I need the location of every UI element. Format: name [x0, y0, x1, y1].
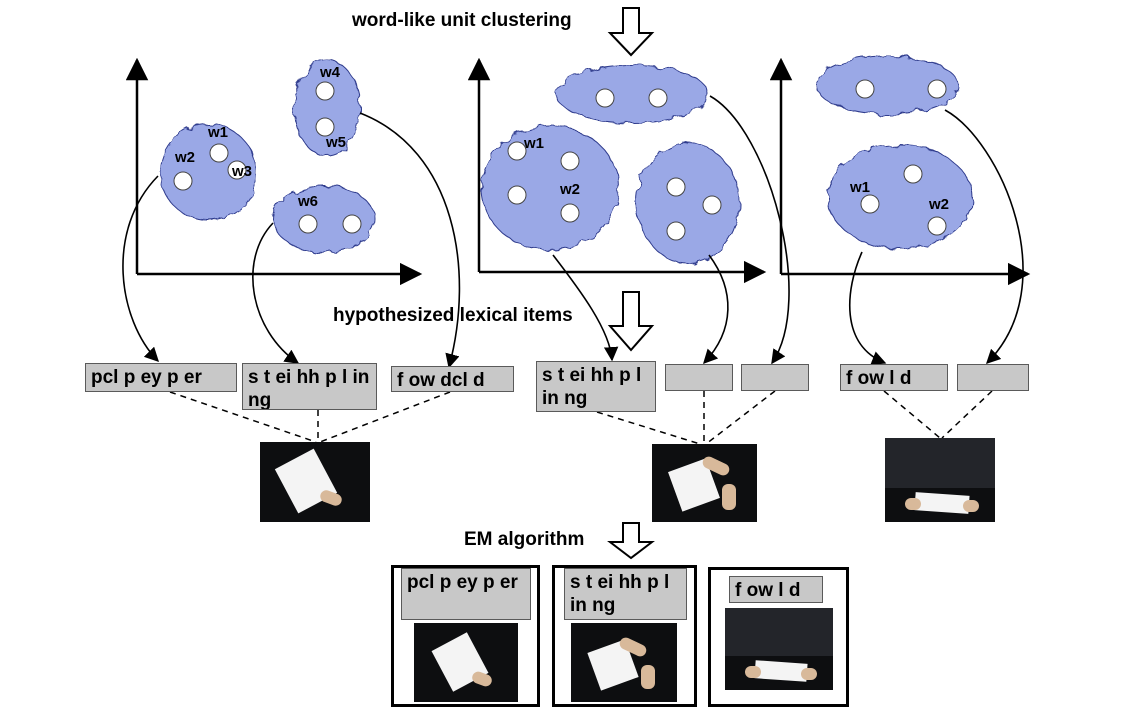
- lexical-item-empty: [957, 364, 1029, 391]
- label-p3-w2: w2: [929, 196, 950, 213]
- cluster-p2-right: [636, 142, 740, 264]
- arrow-lexical: [607, 291, 655, 352]
- label-p1-w3: w3: [232, 163, 253, 180]
- em-scene-image-stapling: [571, 623, 677, 702]
- cluster-p1-w123: [159, 123, 257, 221]
- heading-lexical: hypothesized lexical items: [333, 305, 573, 326]
- cluster-points: [173, 79, 947, 241]
- em-scene-image-folding: [725, 608, 833, 690]
- cluster-p2-top: [555, 64, 709, 124]
- em-lexical-item: pcl p ey p er: [401, 568, 531, 620]
- label-p3-w1: w1: [850, 179, 871, 196]
- label-p1-w6: w6: [298, 193, 319, 210]
- cluster-p1-w45: [293, 59, 361, 157]
- label-p1-w4: w4: [320, 64, 341, 81]
- arrow-clustering: [607, 7, 655, 57]
- cluster-to-lexical-arrows: [122, 95, 1024, 369]
- heading-em: EM algorithm: [464, 529, 585, 550]
- em-result-frame: s t ei hh p l in ng: [552, 565, 697, 707]
- scene-image-paper: [260, 442, 370, 522]
- em-lexical-item: s t ei hh p l in ng: [564, 568, 687, 620]
- em-lexical-item: f ow l d: [729, 576, 823, 603]
- lexical-to-image-links: [169, 390, 993, 445]
- arrow-em: [607, 522, 655, 560]
- cluster-p1-w6: [272, 185, 376, 253]
- lexical-item-empty: [665, 364, 733, 391]
- lexical-item: f ow l d: [840, 364, 948, 391]
- cluster-p3-w12: [827, 144, 973, 250]
- label-p1-w1: w1: [208, 124, 229, 141]
- em-result-frame: pcl p ey p er: [391, 565, 540, 707]
- label-p2-w1: w1: [524, 135, 545, 152]
- scene-image-stapling: [652, 444, 757, 522]
- hollow-arrows: [607, 7, 655, 560]
- lexical-item: s t ei hh p l in ng: [536, 361, 656, 412]
- scene-image-folding: [885, 438, 995, 522]
- label-p2-w2: w2: [560, 181, 581, 198]
- em-scene-image-paper: [414, 623, 518, 702]
- label-p1-w5: w5: [326, 134, 347, 151]
- cluster-p3-top: [815, 55, 959, 115]
- cluster-p2-w12: [480, 125, 620, 251]
- lexical-item: f ow dcl d: [391, 366, 514, 392]
- em-result-frame: f ow l d: [708, 567, 849, 707]
- panel-3-axes: [769, 57, 1031, 286]
- lexical-item: pcl p ey p er: [85, 363, 237, 392]
- lexical-item-empty: [741, 364, 809, 391]
- label-p1-w2: w2: [175, 149, 196, 166]
- panel-1-axes: [125, 57, 423, 286]
- lexical-item: s t ei hh p l in ng: [242, 363, 377, 410]
- panel-2-axes: [467, 57, 767, 284]
- heading-clustering: word-like unit clustering: [352, 10, 572, 31]
